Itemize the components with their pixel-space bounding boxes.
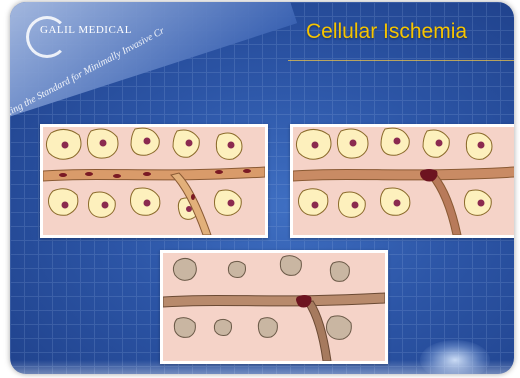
healthy-tissue-figure (43, 127, 265, 235)
brand-name: GALIL MEDICAL (40, 24, 132, 36)
slide: GALIL MEDICAL ting the Standard for Mini… (10, 2, 514, 374)
slide-title: Cellular Ischemia (306, 20, 467, 44)
galil-logo-icon (26, 16, 68, 58)
title-underline (288, 60, 514, 61)
ischemic-cells-figure (163, 253, 385, 361)
illustration-healthy-tissue (40, 124, 268, 238)
vessel-occlusion-figure (293, 127, 514, 235)
bottom-fade (10, 360, 514, 374)
illustration-vessel-occlusion (290, 124, 514, 238)
illustration-ischemic-cells (160, 250, 388, 364)
